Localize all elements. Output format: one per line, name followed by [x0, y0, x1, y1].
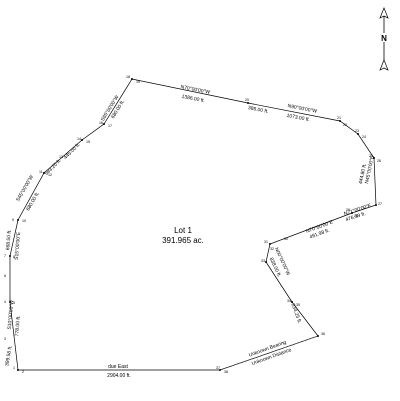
point-number: 34 — [287, 299, 291, 303]
call-bearing: N70°00'00"W — [180, 84, 211, 96]
call-distance: 386.00 ft. — [247, 105, 269, 115]
point-number: 13 — [59, 155, 63, 159]
boundary-point — [291, 301, 293, 303]
call-bearing: S10°00'00"W — [7, 300, 16, 330]
call-distance: 668.50 ft. — [5, 229, 13, 250]
point-number: 26 — [377, 159, 381, 163]
boundary-point — [81, 139, 83, 141]
call-distance: 583.20 ft. — [44, 158, 63, 177]
point-number: 1 — [13, 366, 15, 370]
point-number: 20 — [245, 98, 249, 102]
point-number: 18 — [126, 75, 130, 79]
call-distance: 1386.00 ft. — [181, 94, 205, 104]
point-number: 12 — [48, 173, 52, 177]
point-number: 19 — [136, 80, 140, 84]
lot-area: 391.965 ac. — [162, 236, 204, 245]
north-label: N — [381, 34, 387, 43]
point-number: 5 — [13, 301, 15, 305]
call-bearing: N90°00'00"W — [287, 103, 318, 115]
boundary-point — [17, 369, 19, 371]
point-number-labels: 1 2 3 4 5 6 7 8 9 10 11 12 13 14 15 16 1… — [4, 75, 382, 374]
point-number: 30 — [284, 237, 288, 241]
point-number: 10 — [22, 219, 26, 223]
point-number: 7 — [4, 254, 6, 258]
point-number: 24 — [362, 135, 366, 139]
call-bearing: S15°00'00"E — [14, 231, 22, 260]
unknown-call-line — [219, 335, 319, 371]
point-number: 16 — [99, 121, 103, 125]
boundary-point — [339, 120, 341, 122]
point-number: 2 — [22, 370, 24, 374]
point-number: 27 — [378, 202, 382, 206]
boundary-point — [375, 204, 377, 206]
boundary-point — [357, 133, 359, 135]
boundary-points — [9, 78, 377, 371]
point-number: 14 — [77, 137, 81, 141]
boundary-point — [351, 212, 353, 214]
call-distance: 445.00 ft. — [63, 142, 82, 161]
point-number: 23 — [355, 129, 359, 133]
boundary-point — [219, 369, 221, 371]
point-number: 21 — [337, 116, 341, 120]
point-number: 37 — [216, 366, 220, 370]
call-bearing: N45°00'00"E — [364, 155, 376, 185]
point-number: 11 — [39, 170, 43, 174]
point-number: 15 — [86, 140, 90, 144]
point-number: 3 — [4, 337, 6, 341]
point-number: 29 — [346, 208, 350, 212]
point-number: 9 — [12, 218, 14, 222]
point-number: 35 — [296, 303, 300, 307]
point-number: 38 — [224, 370, 228, 374]
point-number: 36 — [321, 332, 325, 336]
point-number: 17 — [108, 124, 112, 128]
north-arrow-icon: N — [379, 7, 389, 71]
call-distance: 399.58 ft. — [4, 345, 14, 367]
call-distance: 680.00 ft. — [25, 191, 41, 212]
point-number: 32 — [270, 247, 274, 251]
boundary-point — [9, 301, 11, 303]
call-distance: 778.00 ft. — [14, 315, 22, 336]
point-number: 31 — [264, 240, 268, 244]
call-distance: 444.80 ft. — [358, 163, 368, 185]
point-number: 28 — [354, 214, 358, 218]
boundary-point — [17, 219, 19, 221]
call-distance: 1073.00 ft. — [286, 113, 310, 123]
point-number: 25 — [369, 154, 373, 158]
call-distance: 234.25 ft. — [290, 303, 303, 325]
point-number: 6 — [4, 274, 6, 278]
call-bearing: due East — [108, 364, 128, 370]
lot-boundary-line — [9, 78, 377, 371]
lot-name: Lot 1 — [174, 226, 192, 235]
boundary-point — [9, 255, 11, 257]
call-distance: 2904.00 ft. — [107, 373, 131, 379]
boundary-point — [43, 172, 45, 174]
boundary-point — [265, 261, 267, 263]
boundary-point — [269, 243, 271, 245]
boundary-point — [131, 78, 133, 80]
boundary-point — [103, 123, 105, 125]
point-number: 8 — [13, 255, 15, 259]
point-number: 4 — [4, 300, 6, 304]
boundary-point — [373, 157, 375, 159]
boundary-point — [317, 335, 319, 337]
boundary-point — [247, 102, 249, 104]
point-number: 22 — [343, 123, 347, 127]
point-number: 33 — [261, 259, 265, 263]
